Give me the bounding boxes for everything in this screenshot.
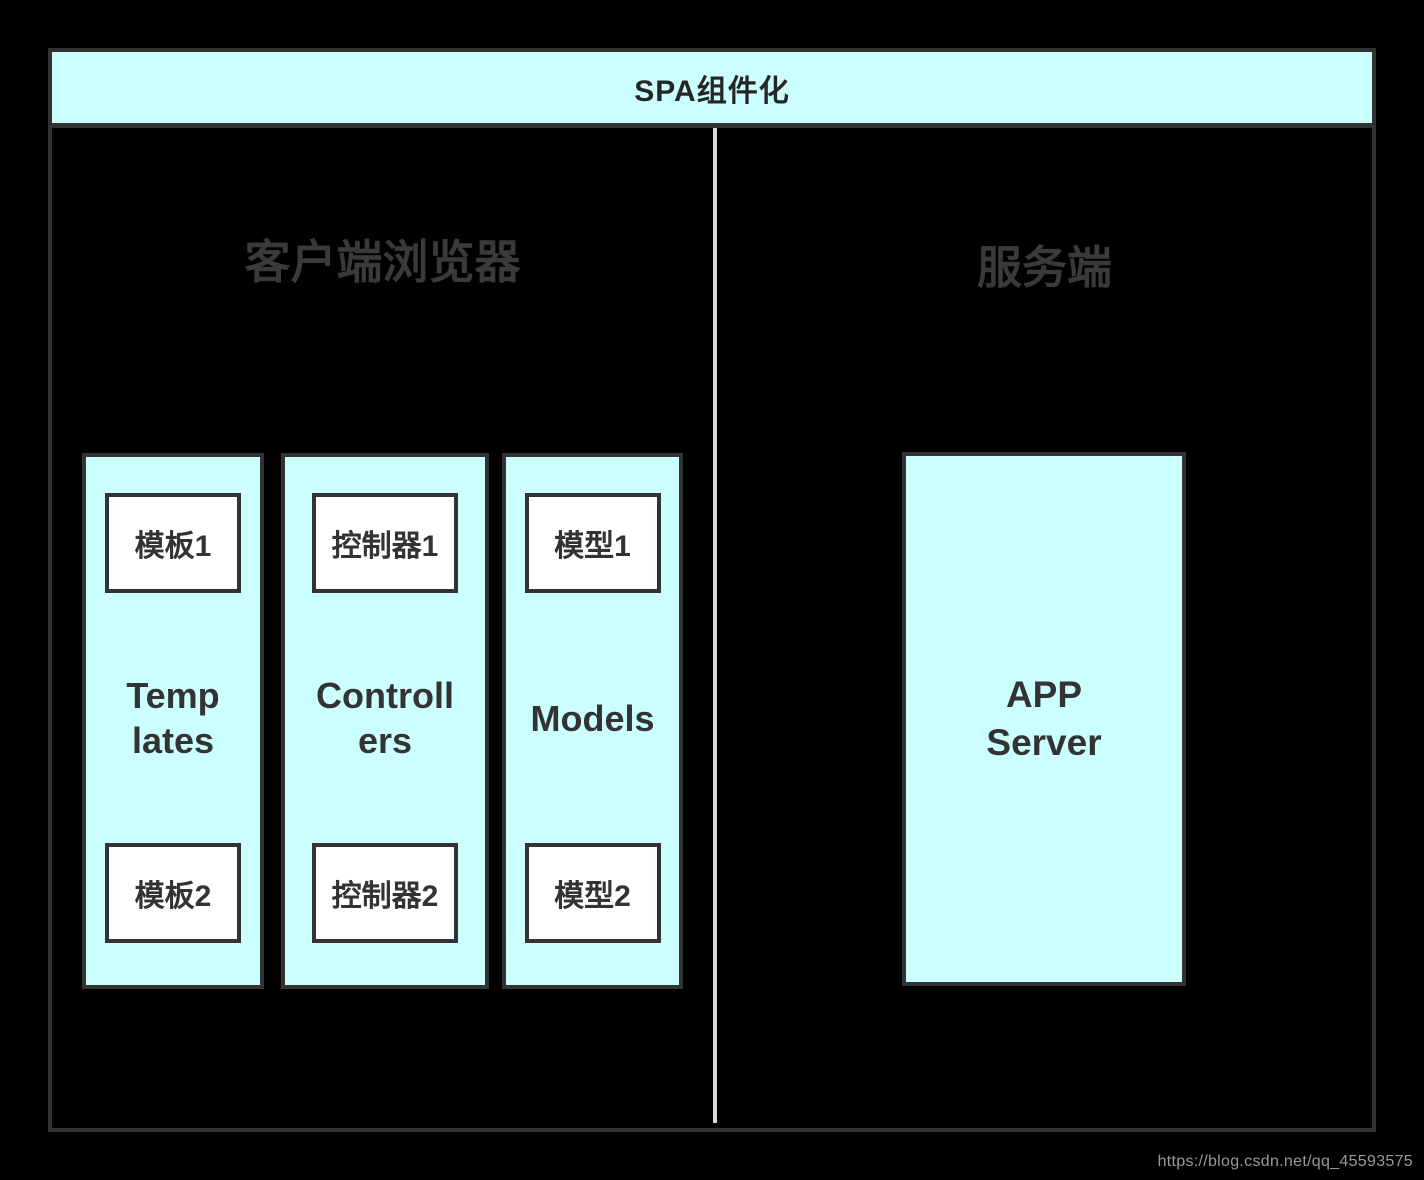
template2-box: 模板2 [105, 843, 241, 943]
templates-column: 模板1 Temp lates 模板2 [82, 453, 264, 989]
model2-box: 模型2 [524, 843, 661, 943]
controller1-box: 控制器1 [312, 493, 458, 593]
model1-box: 模型1 [524, 493, 661, 593]
csdn-watermark: https://blog.csdn.net/qq_45593575 [1157, 1153, 1413, 1170]
app-server-box: APP Server [902, 452, 1186, 986]
controllers-column: 控制器1 Controll ers 控制器2 [281, 453, 489, 989]
diagram-body: 客户端浏览器 模板1 Temp lates 模板2 控制器1 Controll … [52, 128, 1372, 1123]
diagram-title: SPA组件化 [634, 74, 790, 108]
templates-label: Temp lates [126, 675, 220, 761]
models-column: 模型1 Models 模型2 [502, 453, 683, 989]
diagram-header: SPA组件化 [52, 52, 1372, 128]
spa-diagram-frame: SPA组件化 客户端浏览器 模板1 Temp lates 模板2 控制器1 Co… [48, 48, 1376, 1132]
client-pane-title: 客户端浏览器 [244, 236, 521, 288]
server-pane-title: 服务端 [976, 242, 1112, 293]
controller2-box: 控制器2 [312, 843, 458, 943]
controllers-label: Controll ers [316, 675, 454, 761]
models-label: Models [530, 697, 655, 739]
app-server-label: APP Server [986, 674, 1102, 763]
pane-divider [713, 128, 717, 1123]
template1-box: 模板1 [105, 493, 241, 593]
